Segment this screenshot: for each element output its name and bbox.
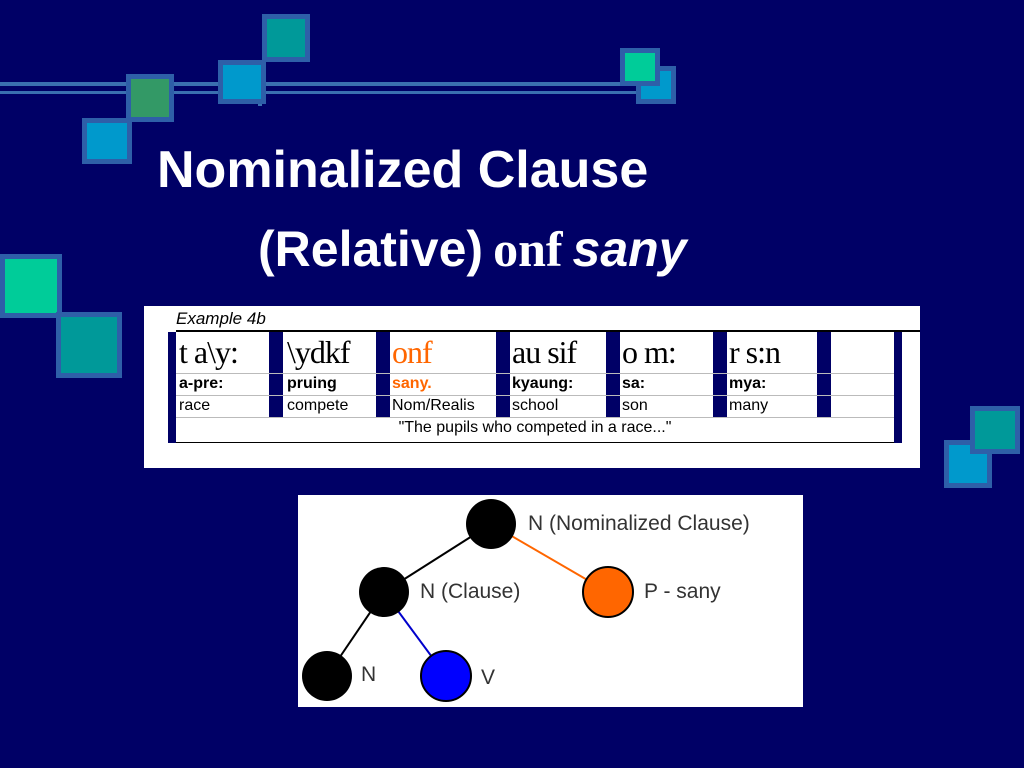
romanization: kyaung: — [512, 375, 574, 392]
divider — [176, 442, 894, 443]
script-word: au sif — [512, 334, 577, 370]
syntax-tree-svg: N (Nominalized Clause) N (Clause) P - sa… — [302, 499, 750, 702]
gloss: many — [729, 397, 769, 414]
column-separator — [269, 332, 283, 418]
gloss: son — [622, 397, 648, 414]
label-noun: N — [361, 663, 376, 686]
romanization-highlighted: sany. — [392, 375, 432, 392]
column-border — [168, 332, 176, 443]
decorative-line — [0, 91, 655, 94]
column-separator — [713, 332, 727, 418]
node-particle — [582, 566, 634, 618]
script-word: r s:n — [729, 334, 781, 370]
label-particle: P - sany — [644, 580, 721, 603]
script-word: o m: — [622, 334, 677, 370]
divider — [176, 373, 894, 374]
column-separator — [496, 332, 510, 418]
label-verb: V — [481, 666, 495, 689]
column-separator — [376, 332, 390, 418]
example-label: Example 4b — [176, 309, 266, 328]
script-word: \ydkf — [287, 334, 351, 370]
decorative-square — [218, 60, 266, 104]
decorative-square — [970, 406, 1020, 454]
decorative-square — [126, 74, 174, 122]
divider — [176, 395, 894, 396]
node-verb — [420, 650, 472, 702]
column-separator — [817, 332, 831, 418]
decorative-square — [56, 312, 122, 378]
node-root — [466, 499, 516, 549]
subtitle-prefix: (Relative) — [258, 221, 484, 277]
label-clause: N (Clause) — [420, 580, 520, 603]
gloss: Nom/Realis — [392, 397, 475, 414]
decorative-square — [0, 254, 62, 318]
column-separator — [606, 332, 620, 418]
translation: "The pupils who competed in a race..." — [398, 419, 672, 436]
slide-title: Nominalized Clause — [157, 141, 649, 199]
decorative-square — [82, 118, 132, 164]
gloss: compete — [287, 397, 349, 414]
node-noun — [302, 651, 352, 701]
syntax-tree: N (Nominalized Clause) N (Clause) P - sa… — [298, 495, 803, 707]
node-clause — [359, 567, 409, 617]
subtitle-script-glyph: onf — [493, 221, 563, 277]
romanization: a-pre: — [179, 375, 224, 392]
gloss: race — [179, 397, 211, 414]
column-border — [894, 332, 902, 443]
script-word: t a\y: — [179, 334, 239, 370]
subtitle-word: sany — [572, 221, 687, 277]
decorative-square — [620, 48, 660, 86]
romanization: pruing — [287, 375, 337, 392]
label-root: N (Nominalized Clause) — [528, 512, 750, 535]
decorative-square — [262, 14, 310, 62]
romanization: mya: — [729, 375, 767, 392]
divider — [176, 330, 920, 332]
divider — [176, 417, 894, 418]
romanization: sa: — [622, 375, 646, 392]
gloss: school — [512, 397, 559, 414]
decorative-line — [0, 82, 655, 86]
script-word-highlighted: onf — [392, 334, 433, 370]
